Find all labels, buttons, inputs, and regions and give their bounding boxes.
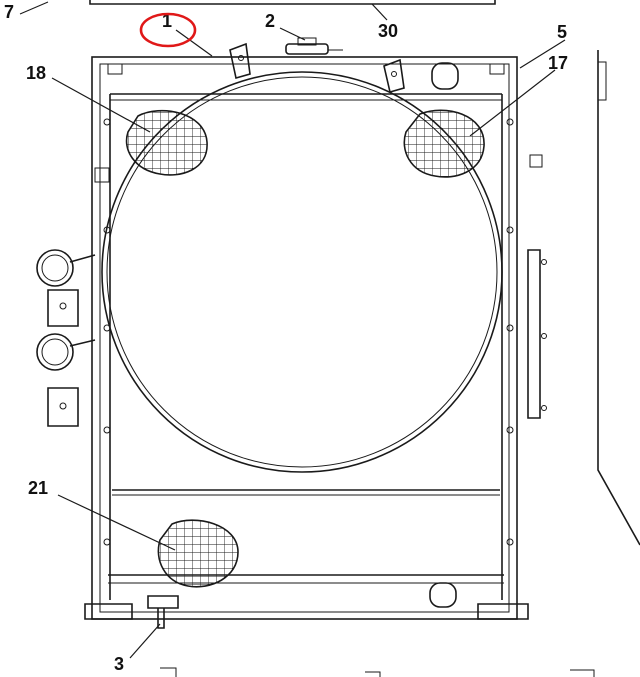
upper-part-fragment bbox=[19, 0, 496, 15]
callout-3: 3 bbox=[114, 654, 124, 674]
highlight-circle-part-1 bbox=[139, 12, 197, 48]
mesh-plug-17 bbox=[403, 109, 485, 178]
callout-30: 30 bbox=[378, 21, 398, 41]
mesh-plug-21 bbox=[157, 519, 239, 588]
radiator-cap bbox=[285, 37, 343, 55]
callout-21: 21 bbox=[28, 478, 48, 498]
top-brackets bbox=[229, 42, 405, 94]
fan-shroud bbox=[101, 71, 503, 473]
radiator-frame bbox=[84, 56, 529, 620]
drain-cock bbox=[147, 595, 179, 629]
bottom-fragments bbox=[160, 667, 595, 677]
mesh-plug-18 bbox=[125, 109, 208, 176]
leader-lines bbox=[51, 3, 566, 659]
callout-17: 17 bbox=[548, 53, 568, 73]
left-hose-fittings bbox=[36, 249, 96, 427]
callout-18: 18 bbox=[26, 63, 46, 83]
callout-1: 1 bbox=[162, 11, 172, 31]
callout-2: 2 bbox=[265, 11, 275, 31]
callout-5: 5 bbox=[557, 22, 567, 42]
callout-7: 7 bbox=[4, 2, 14, 22]
right-side-panel bbox=[527, 50, 640, 546]
